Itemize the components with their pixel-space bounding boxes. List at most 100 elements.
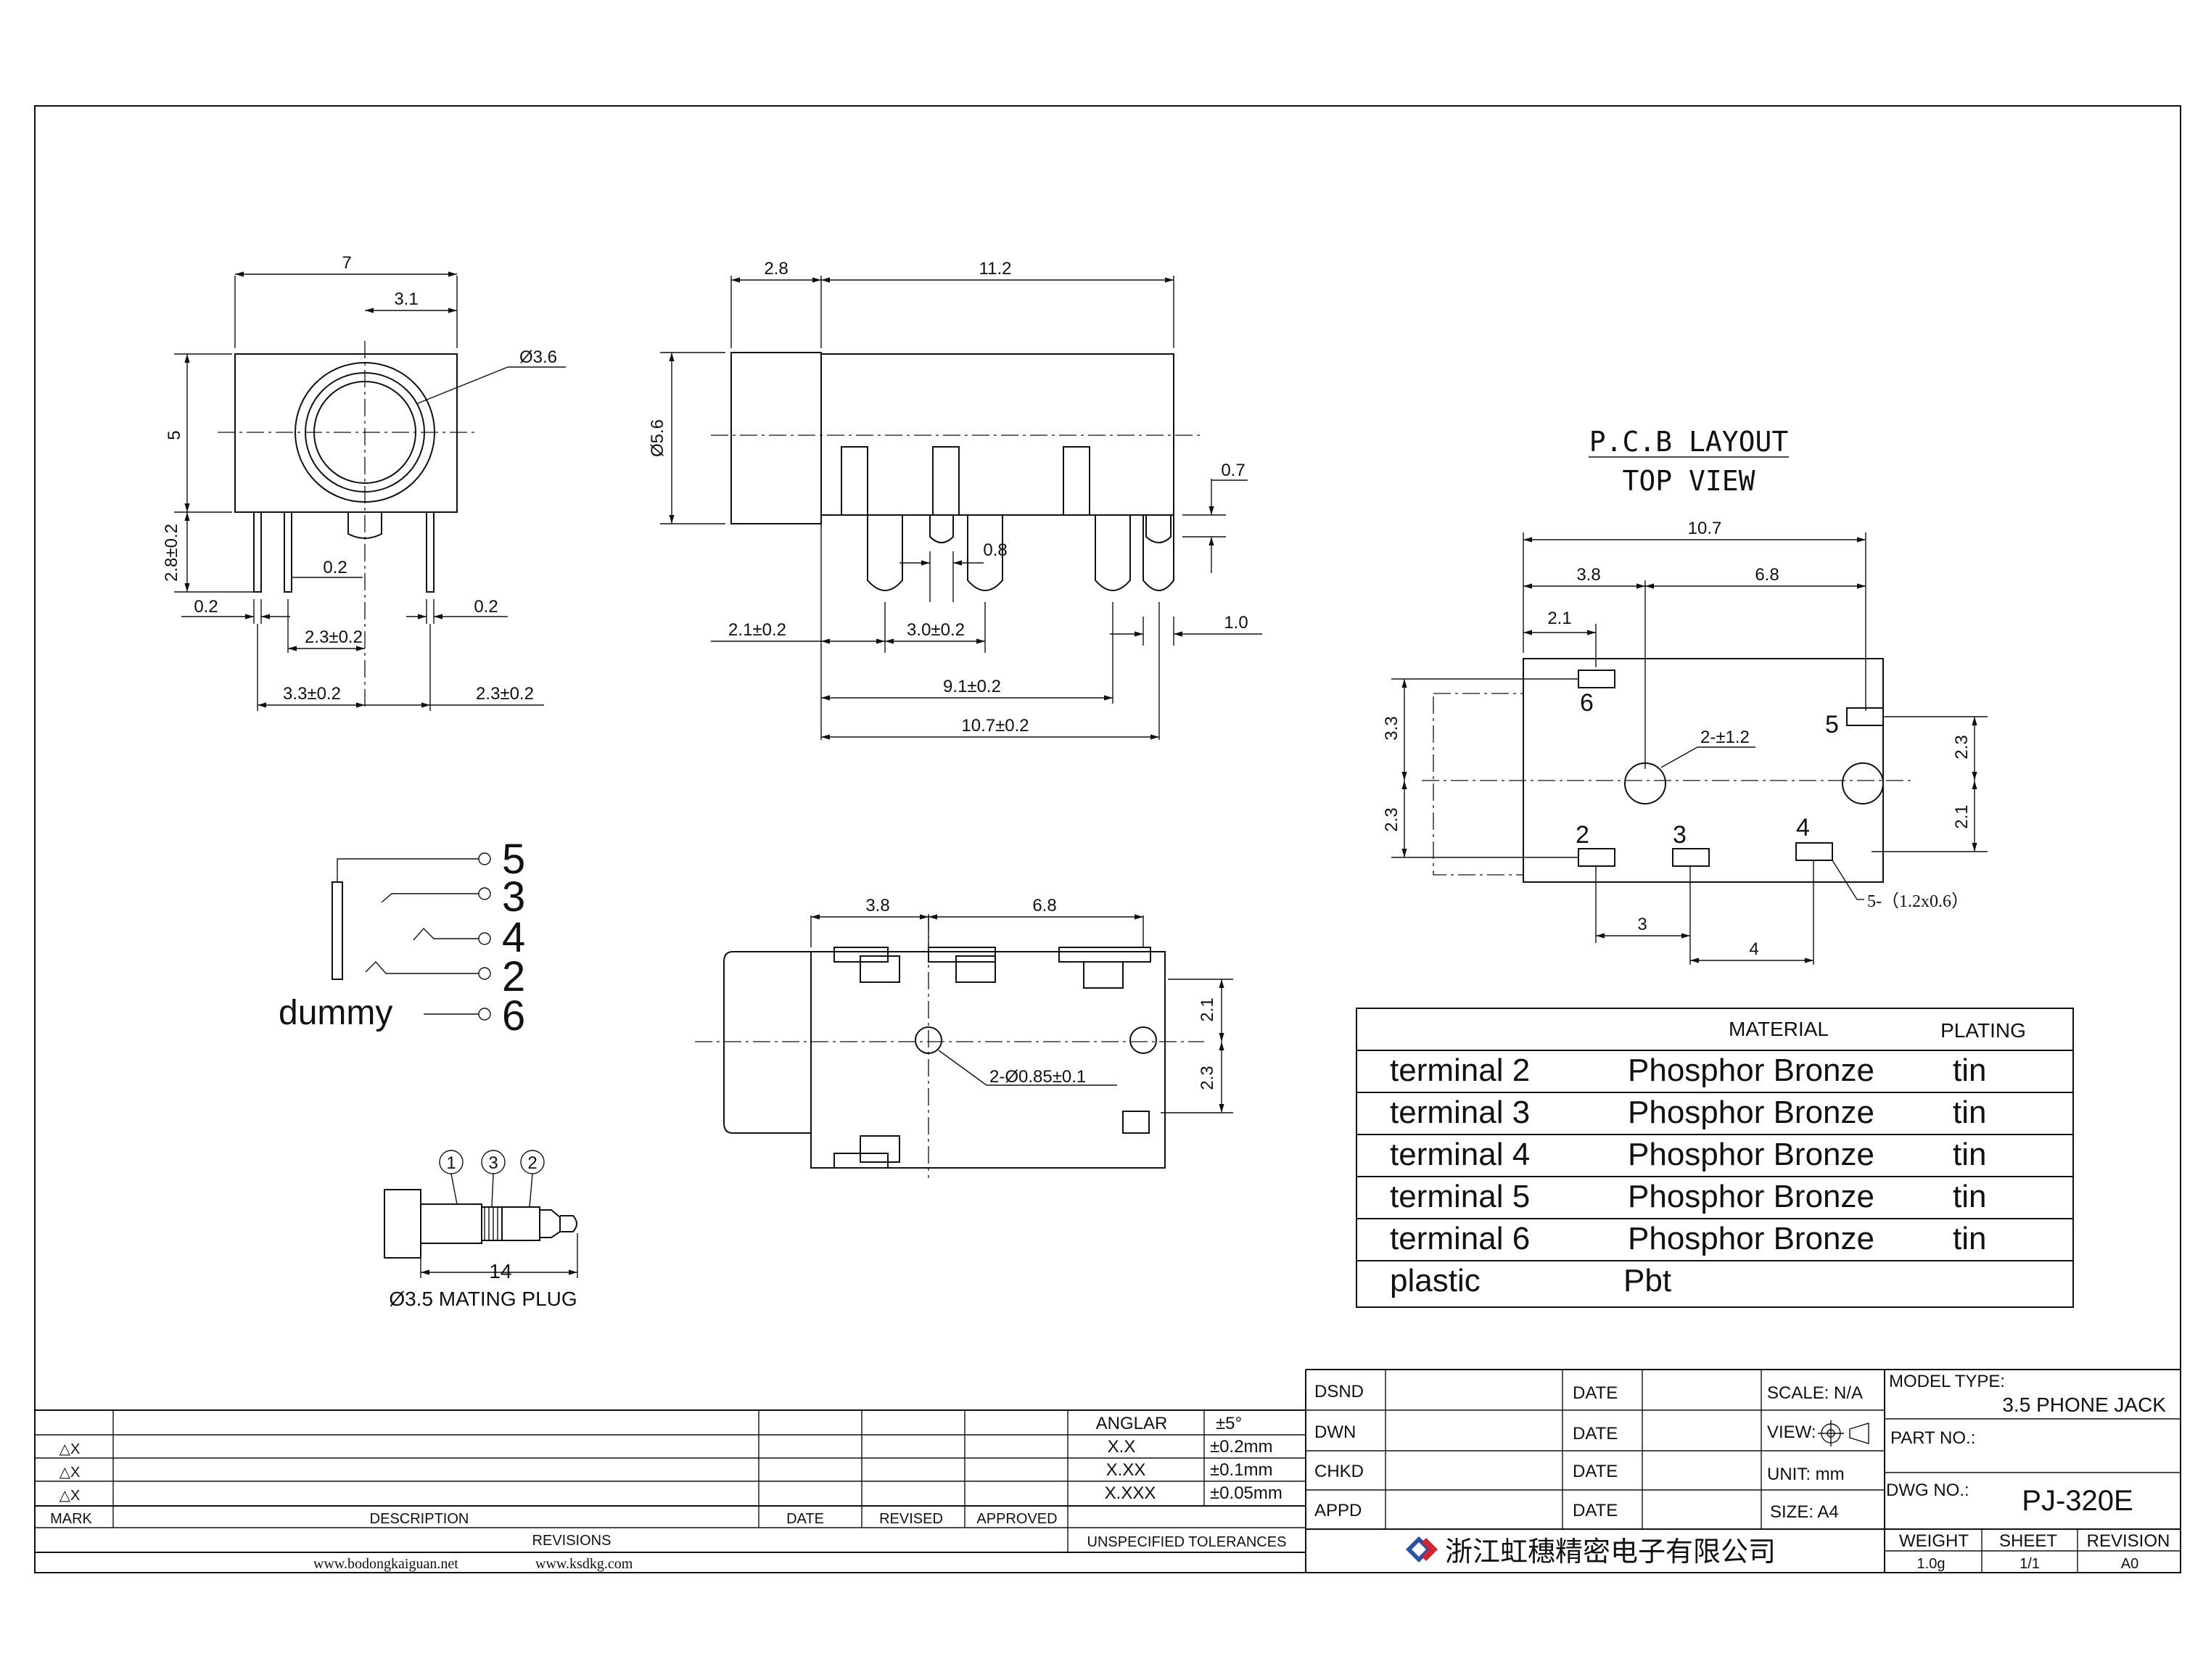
side-dim-2-8: 2.8 xyxy=(764,259,788,279)
side-dim-d5-6: Ø5.6 xyxy=(648,419,667,457)
pcb-pin-3: 3 xyxy=(1673,821,1687,849)
pcb-pad-5 xyxy=(1846,707,1884,726)
front-pin-right xyxy=(426,511,435,593)
title-block: DSND DWN CHKD APPD DATE DATE DATE DATE S… xyxy=(1305,1369,2181,1573)
rev-col-revised: REVISED xyxy=(879,1511,943,1527)
bottom-hole-2 xyxy=(1129,1026,1157,1054)
side-dim-0-7: 0.7 xyxy=(1221,461,1245,480)
side-body xyxy=(820,353,1174,516)
tb-appd: APPD xyxy=(1314,1501,1362,1520)
front-dim-0-2-c: 0.2 xyxy=(474,597,498,617)
material-row: terminal 4 Phosphor Bronze tin xyxy=(1390,1137,1986,1172)
company-logo-icon xyxy=(1406,1536,1438,1562)
svg-text:Phosphor Bronze: Phosphor Bronze xyxy=(1628,1179,1874,1214)
svg-text:tin: tin xyxy=(1953,1095,1986,1130)
pcb-dim-10-7: 10.7 xyxy=(1688,519,1722,538)
bottom-hole-1 xyxy=(915,1026,942,1054)
schematic-sleeve xyxy=(332,881,343,980)
pcb-pad-3 xyxy=(1672,848,1710,867)
front-dim-0-2-b: 0.2 xyxy=(323,558,347,577)
svg-text:Pbt: Pbt xyxy=(1623,1263,1671,1298)
plug-caption: Ø3.5 MATING PLUG xyxy=(389,1288,577,1310)
front-dim-2-8: 2.8±0.2 xyxy=(162,524,181,582)
side-pin-4 xyxy=(1095,515,1131,591)
svg-text:terminal 5: terminal 5 xyxy=(1390,1179,1530,1214)
svg-text:Phosphor Bronze: Phosphor Bronze xyxy=(1628,1137,1874,1172)
svg-text:terminal 4: terminal 4 xyxy=(1390,1137,1530,1172)
revision-table: △X △X △X MARK DESCRIPTION DATE REVISED A… xyxy=(35,1409,1306,1572)
rev-mark-1: △X xyxy=(59,1441,81,1457)
plug-num-2: 2 xyxy=(527,1153,537,1173)
tol-label-2: X.X xyxy=(1108,1437,1136,1457)
side-pin-1 xyxy=(867,515,903,591)
bottom-dim-2-1: 2.1 xyxy=(1198,997,1217,1021)
svg-text:Phosphor Bronze: Phosphor Bronze xyxy=(1628,1053,1874,1088)
material-table: MATERIAL PLATING terminal 2 Phosphor Bro… xyxy=(1356,1008,2074,1308)
rev-mark-3: △X xyxy=(59,1488,81,1504)
tb-dwg-no: PJ-320E xyxy=(2022,1485,2133,1517)
pcb-pad-6 xyxy=(1578,670,1615,688)
tb-date-4: DATE xyxy=(1573,1501,1618,1520)
plug-num-3: 3 xyxy=(488,1153,498,1173)
front-dim-2-3-a: 2.3±0.2 xyxy=(305,627,363,647)
front-pin-mid xyxy=(284,511,292,593)
front-view: 7 3.1 Ø3.6 5 2.8±0.2 0.2 0.2 0.2 2.3±0.2… xyxy=(162,253,566,711)
projection-symbol-icon xyxy=(1818,1420,1869,1446)
pcb-pin-6: 6 xyxy=(1580,689,1594,717)
tb-sheet-label: SHEET xyxy=(1999,1531,2057,1551)
svg-text:Phosphor Bronze: Phosphor Bronze xyxy=(1628,1095,1874,1130)
material-row: terminal 6 Phosphor Bronze tin xyxy=(1390,1221,1986,1256)
tb-date-1: DATE xyxy=(1573,1383,1618,1403)
front-dim-3-1: 3.1 xyxy=(394,289,418,309)
schematic-pin-3: 3 xyxy=(502,873,525,921)
tol-label-1: ANGLAR xyxy=(1096,1414,1168,1433)
side-dim-9-1: 9.1±0.2 xyxy=(943,677,1001,696)
side-pin-2 xyxy=(929,515,954,543)
tb-chkd: CHKD xyxy=(1314,1462,1364,1481)
rev-footer: REVISIONS xyxy=(532,1533,612,1549)
rev-col-mark: MARK xyxy=(50,1511,92,1527)
tb-date-2: DATE xyxy=(1573,1424,1618,1444)
tol-value-2: ±0.2mm xyxy=(1210,1437,1273,1457)
pcb-pad-2 xyxy=(1578,848,1615,867)
tol-label-3: X.XX xyxy=(1106,1460,1146,1480)
front-pin-left xyxy=(253,511,262,593)
tb-dwn: DWN xyxy=(1314,1422,1356,1442)
tb-scale: SCALE: N/A xyxy=(1767,1383,1863,1403)
pcb-dim-3: 3 xyxy=(1637,915,1647,934)
material-row: terminal 2 Phosphor Bronze tin xyxy=(1390,1053,1986,1088)
rev-col-description: DESCRIPTION xyxy=(370,1511,469,1527)
tol-value-4: ±0.05mm xyxy=(1210,1483,1282,1503)
tol-value-1: ±5° xyxy=(1216,1414,1242,1433)
rev-col-approved: APPROVED xyxy=(976,1511,1057,1527)
tb-weight: 1.0g xyxy=(1917,1556,1946,1572)
plating-header: PLATING xyxy=(1940,1019,2026,1042)
side-barrel xyxy=(730,352,822,524)
pcb-barrel-outline xyxy=(1433,693,1524,876)
pcb-dim-2-1b: 2.1 xyxy=(1952,804,1972,828)
schematic-pin-2: 2 xyxy=(502,953,525,1000)
pcb-dim-6-8: 6.8 xyxy=(1755,565,1779,585)
pcb-subtitle: TOP VIEW xyxy=(1622,465,1755,497)
plug-num-1: 1 xyxy=(446,1153,456,1173)
front-body xyxy=(234,353,458,513)
tol-footer: UNSPECIFIED TOLERANCES xyxy=(1087,1534,1287,1550)
schematic-pin-5: 5 xyxy=(502,836,525,883)
schematic-dummy-label: dummy xyxy=(279,994,392,1032)
tb-model-type: 3.5 PHONE JACK xyxy=(2002,1393,2166,1416)
bottom-dim-2-3: 2.3 xyxy=(1198,1066,1217,1090)
side-pin-3 xyxy=(967,515,1003,591)
tb-model-type-label: MODEL TYPE: xyxy=(1889,1372,2005,1391)
front-dim-0-2-a: 0.2 xyxy=(194,597,218,617)
side-dim-1-0: 1.0 xyxy=(1224,613,1248,633)
bottom-body xyxy=(810,951,1166,1169)
schematic-pin-6: 6 xyxy=(502,992,525,1039)
pcb-dim-2-3b: 2.3 xyxy=(1952,735,1972,759)
mating-plug: 1 3 2 14 Ø3.5 MATING PLUG xyxy=(384,1150,578,1310)
pcb-hole-1 xyxy=(1624,762,1666,804)
svg-text:tin: tin xyxy=(1953,1137,1986,1172)
schematic-pin-4: 4 xyxy=(502,914,525,961)
rev-mark-2: △X xyxy=(59,1465,81,1481)
pcb-pin-5: 5 xyxy=(1825,711,1839,738)
